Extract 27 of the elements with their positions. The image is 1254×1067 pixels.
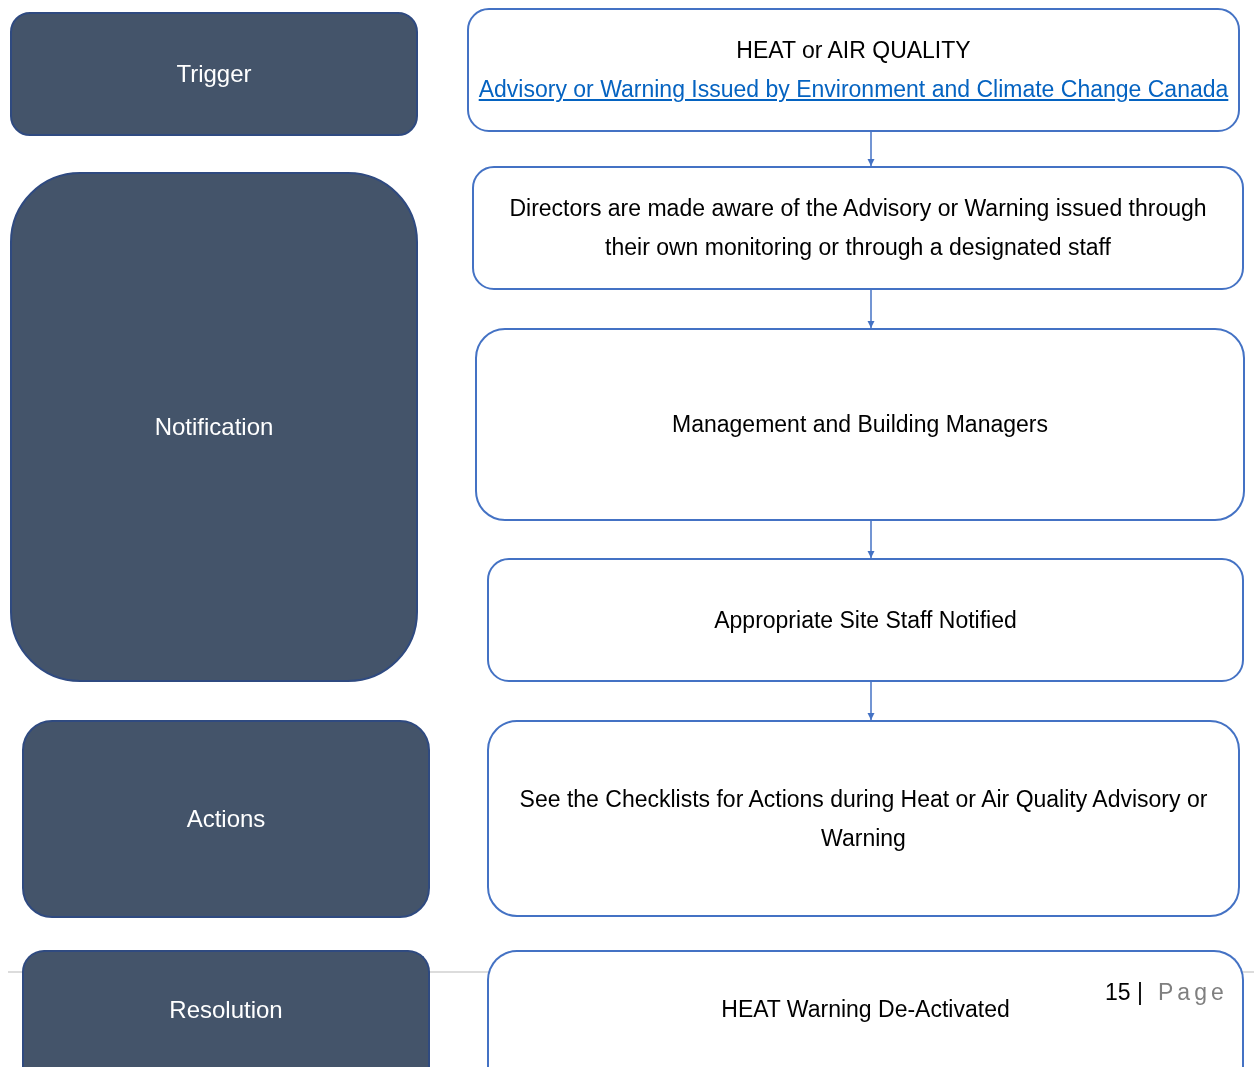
process-box bbox=[472, 166, 1244, 290]
box-text: Actions bbox=[186, 805, 266, 833]
process-box bbox=[487, 950, 1244, 1067]
stage-box bbox=[22, 720, 430, 918]
process-box bbox=[487, 558, 1244, 682]
box-text: See the Checklists for Actions during Heat or Air Quality Advisory or Warning bbox=[518, 784, 1209, 853]
process-box bbox=[475, 328, 1245, 521]
box-text: Notification bbox=[154, 413, 274, 441]
box-text: Directors are made aware of the Advisory or Warning issued through their own monitoring or through a designated staff bbox=[508, 194, 1208, 262]
process-box bbox=[487, 720, 1240, 917]
page-number: 15 | bbox=[1105, 979, 1143, 1006]
box-text: Management and Building Managers bbox=[672, 410, 1048, 439]
arrow bbox=[867, 131, 875, 167]
box-text: Trigger bbox=[176, 60, 252, 88]
stage-box bbox=[10, 12, 418, 136]
arrow bbox=[867, 289, 875, 329]
arrow bbox=[867, 520, 875, 559]
stage-box bbox=[22, 950, 430, 1067]
process-box bbox=[467, 8, 1240, 132]
box-text: Resolution bbox=[169, 995, 283, 1024]
stage-box bbox=[10, 172, 418, 682]
box-text: Appropriate Site Staff Notified bbox=[714, 605, 1017, 635]
arrow bbox=[867, 681, 875, 721]
box-text: HEAT or AIR QUALITY bbox=[736, 36, 971, 65]
page-number: Page bbox=[1158, 979, 1228, 1006]
box-text: HEAT Warning De-Activated bbox=[721, 995, 1010, 1024]
link: Advisory or Warning Issued by Environment and Climate Change Canada bbox=[478, 75, 1229, 104]
